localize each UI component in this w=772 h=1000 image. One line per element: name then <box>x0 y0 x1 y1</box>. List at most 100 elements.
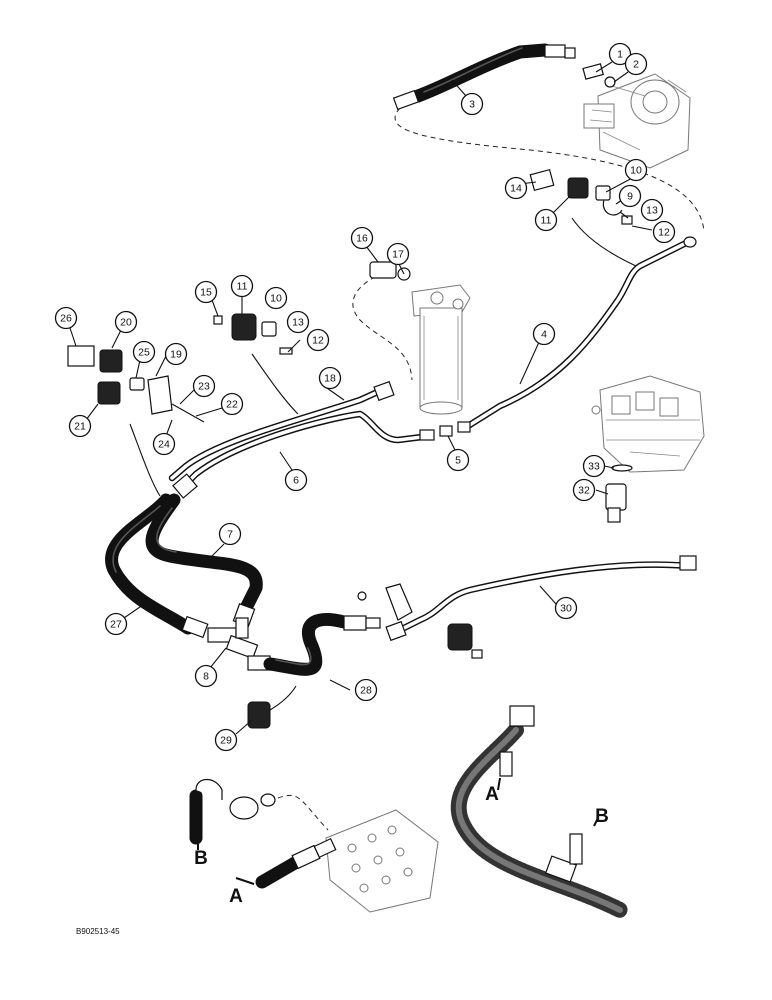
callout-number: 24 <box>158 439 170 451</box>
callout-19: 19 <box>164 342 188 366</box>
callout-number: 7 <box>227 529 233 541</box>
callout-18: 18 <box>318 366 342 390</box>
callout-number: 20 <box>120 317 132 329</box>
callout-20: 20 <box>114 310 138 334</box>
clamp-assembly-upper-right <box>529 168 633 225</box>
callout-number: 13 <box>646 205 658 217</box>
label-b-right: B <box>595 806 609 827</box>
callout-number: 2 <box>633 59 639 71</box>
callout-13: 13 <box>640 198 664 222</box>
callout-27: 27 <box>104 612 128 636</box>
inset-lower-left <box>189 778 337 889</box>
tube-30 <box>385 555 697 642</box>
callout-number: 27 <box>110 619 122 631</box>
label-b-lower: B <box>194 848 208 869</box>
callout-number: 30 <box>560 603 572 615</box>
callout-number: 10 <box>270 293 282 305</box>
callout-number: 11 <box>237 281 248 293</box>
hose-27 <box>105 473 209 639</box>
callout-number: 19 <box>170 349 182 361</box>
callout-22: 22 <box>220 392 244 416</box>
callout-24: 24 <box>152 432 176 456</box>
fitting-16 <box>369 261 411 281</box>
hose-7 <box>145 493 263 627</box>
dashed-reference-line <box>394 107 705 233</box>
label-a-right: A <box>485 784 499 805</box>
callout-number: 21 <box>74 421 86 433</box>
fitting-5 <box>419 421 471 441</box>
hose-28 <box>263 613 381 676</box>
callout-8: 8 <box>194 664 218 688</box>
callout-10-secondary: 10 <box>264 286 288 310</box>
callout-number: 6 <box>293 475 299 487</box>
callout-labels: 1234567891011121314151617181920212223242… <box>54 42 676 752</box>
callout-number: 15 <box>200 287 212 299</box>
callout-number: 4 <box>541 329 547 341</box>
callout-number: 26 <box>60 313 72 325</box>
callout-21: 21 <box>68 414 92 438</box>
callout-7: 7 <box>218 522 242 546</box>
tube-18 <box>168 380 395 482</box>
callout-9: 9 <box>618 184 642 208</box>
callout-32: 32 <box>572 478 596 502</box>
callout-number: 29 <box>220 735 232 747</box>
callout-28: 28 <box>354 678 378 702</box>
filter-icon <box>411 284 471 415</box>
callout-number: 32 <box>578 485 590 497</box>
callout-13-secondary: 13 <box>286 310 310 334</box>
callout-number: 12 <box>658 227 670 239</box>
valve-icon <box>591 375 705 473</box>
callout-23: 23 <box>192 374 216 398</box>
callout-2: 2 <box>624 52 648 76</box>
callout-number: 13 <box>292 317 304 329</box>
callout-number: 18 <box>324 373 336 385</box>
callout-11: 11 <box>534 208 558 232</box>
inset-lower-right <box>450 705 628 918</box>
callout-12-secondary: 12 <box>306 328 330 352</box>
callout-number: 11 <box>541 215 552 227</box>
callout-number: 8 <box>203 671 209 683</box>
callout-number: 16 <box>356 233 368 245</box>
clamp-assembly-middle <box>213 313 293 355</box>
callout-6: 6 <box>284 468 308 492</box>
callout-number: 28 <box>360 685 372 697</box>
callout-number: 17 <box>392 249 404 261</box>
callout-15: 15 <box>194 280 218 304</box>
callout-number: 10 <box>630 165 642 177</box>
callout-10: 10 <box>624 158 648 182</box>
callout-number: 9 <box>627 191 633 203</box>
figure-code: B902513-45 <box>76 927 120 936</box>
label-a-lower: A <box>229 886 243 907</box>
tube-4 <box>464 236 697 430</box>
callout-25: 25 <box>132 340 156 364</box>
fitting-32 <box>605 464 633 523</box>
clamp-29 <box>247 701 271 729</box>
callout-14: 14 <box>504 176 528 200</box>
callout-number: 5 <box>455 455 461 467</box>
tee-fitting-8 <box>207 617 271 671</box>
callout-17: 17 <box>386 242 410 266</box>
clamp-lower-middle <box>357 583 483 659</box>
callout-number: 1 <box>617 49 623 61</box>
dashed-reference-line <box>277 794 329 831</box>
callout-12: 12 <box>652 220 676 244</box>
callout-number: 12 <box>312 335 324 347</box>
pump-icon <box>583 73 691 169</box>
callout-16: 16 <box>350 226 374 250</box>
callout-number: 14 <box>510 183 522 195</box>
callout-29: 29 <box>214 728 238 752</box>
callout-number: 33 <box>588 461 600 473</box>
callout-number: 22 <box>226 399 238 411</box>
callout-3: 3 <box>460 92 484 116</box>
callout-5: 5 <box>446 448 470 472</box>
hose-3 <box>392 43 616 111</box>
callout-33: 33 <box>582 454 606 478</box>
valve-block-inset <box>325 809 439 913</box>
callout-4: 4 <box>532 322 556 346</box>
callout-11-secondary: 11 <box>230 274 254 298</box>
dashed-reference-line <box>352 269 413 381</box>
callout-30: 30 <box>554 596 578 620</box>
tube-6 <box>178 410 434 492</box>
